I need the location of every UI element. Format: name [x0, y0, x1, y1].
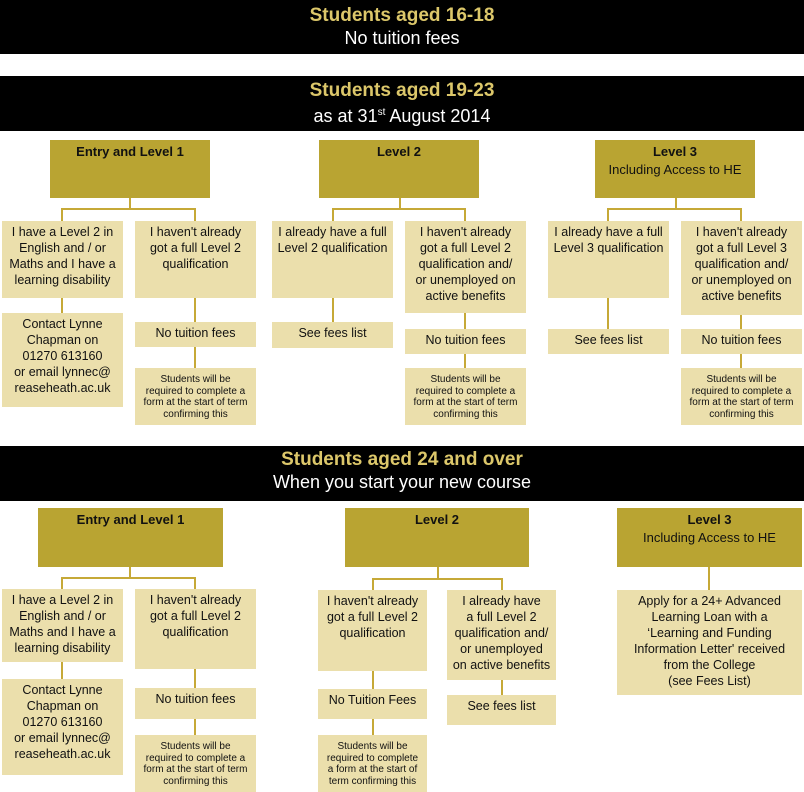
band-24-plus: Students aged 24 and over When you start… — [0, 446, 804, 501]
band-19-23: Students aged 19-23 as at 31st August 20… — [0, 76, 804, 131]
header-subtitle: Including Access to HE — [643, 530, 776, 545]
connector-line — [61, 577, 63, 589]
connector-line — [194, 669, 196, 688]
connector-line — [332, 298, 334, 322]
header-title: Level 3 — [687, 512, 732, 527]
connector-line — [399, 198, 401, 209]
box-no-level2: I haven't already got a full Level 2 qua… — [318, 590, 427, 671]
box-no-tuition-fees: No tuition fees — [405, 329, 526, 354]
connector-line — [740, 315, 742, 329]
connector-line — [129, 567, 131, 578]
box-form-note: Students will be required to complete a … — [681, 368, 802, 425]
header-level-2-19-23: Level 2 — [319, 140, 479, 198]
box-no-tuition-fees: No tuition fees — [135, 322, 256, 347]
subtitle-pre: as at 31 — [313, 106, 378, 126]
subtitle-post: August 2014 — [385, 106, 491, 126]
connector-line — [708, 567, 710, 590]
header-entry-level-1-24-plus: Entry and Level 1 — [38, 508, 223, 567]
box-have-level3: I already have a full Level 3 qualificat… — [548, 221, 669, 298]
connector-line — [501, 578, 503, 590]
box-form-note: Students will be required to complete a … — [318, 735, 427, 792]
box-no-level2: I haven't already got a full Level 2 qua… — [135, 221, 256, 298]
box-level2-learning-disability: I have a Level 2 in English and / or Mat… — [2, 589, 123, 662]
box-form-note: Students will be required to complete a … — [135, 368, 256, 425]
connector-line — [194, 208, 196, 221]
connector-line — [464, 208, 466, 221]
header-level-3-19-23: Level 3 Including Access to HE — [595, 140, 755, 198]
connector-line — [194, 298, 196, 322]
box-no-tuition-fees: No tuition fees — [135, 688, 256, 719]
connector-line — [607, 208, 609, 221]
connector-line — [607, 208, 741, 210]
header-title: Level 2 — [414, 512, 460, 527]
connector-line — [607, 298, 609, 329]
connector-line — [332, 208, 466, 210]
connector-line — [61, 662, 63, 679]
connector-line — [501, 680, 503, 695]
connector-line — [372, 578, 503, 580]
box-contact-lynne: Contact Lynne Chapman on 01270 613160 or… — [2, 313, 123, 407]
band-subtitle: When you start your new course — [272, 472, 532, 492]
header-title: Level 3 — [652, 144, 698, 159]
connector-line — [464, 313, 466, 329]
box-have-level2-or-unemployed: I already have a full Level 2 qualificat… — [447, 590, 556, 680]
box-no-level2: I haven't already got a full Level 2 qua… — [135, 589, 256, 669]
box-form-note: Students will be required to complete a … — [135, 735, 256, 792]
connector-line — [372, 719, 374, 735]
connector-line — [61, 298, 63, 313]
box-contact-lynne: Contact Lynne Chapman on 01270 613160 or… — [2, 679, 123, 775]
header-level-3-24-plus: Level 3 Including Access to HE — [617, 508, 802, 567]
connector-line — [332, 208, 334, 221]
band-title: Students aged 24 and over — [281, 449, 523, 470]
header-entry-level-1-19-23: Entry and Level 1 — [50, 140, 210, 198]
box-no-level3-or-unemployed: I haven't already got a full Level 3 qua… — [681, 221, 802, 315]
connector-line — [740, 354, 742, 368]
header-level-2-24-plus: Level 2 — [345, 508, 529, 567]
header-title: Entry and Level 1 — [76, 144, 184, 159]
connector-line — [194, 719, 196, 735]
band-16-18: Students aged 16-18 No tuition fees — [0, 0, 804, 54]
band-title: Students aged 16-18 — [309, 5, 495, 26]
band-subtitle: as at 31st August 2014 — [0, 102, 804, 127]
connector-line — [372, 578, 374, 590]
box-advanced-learning-loan: Apply for a 24+ Advanced Learning Loan w… — [617, 590, 802, 695]
box-no-tuition-fees: No tuition fees — [681, 329, 802, 354]
connector-line — [372, 671, 374, 689]
box-no-tuition-fees: No Tuition Fees — [318, 689, 427, 719]
connector-line — [675, 198, 677, 209]
connector-line — [129, 198, 131, 209]
box-form-note: Students will be required to complete a … — [405, 368, 526, 425]
box-see-fees-list: See fees list — [447, 695, 556, 725]
connector-line — [194, 577, 196, 589]
connector-line — [61, 208, 196, 210]
band-subtitle: No tuition fees — [344, 28, 460, 48]
connector-line — [61, 577, 196, 579]
box-see-fees-list: See fees list — [548, 329, 669, 354]
connector-line — [61, 208, 63, 221]
box-no-level2-or-unemployed: I haven't already got a full Level 2 qua… — [405, 221, 526, 313]
box-have-level2: I already have a full Level 2 qualificat… — [272, 221, 393, 298]
header-subtitle: Including Access to HE — [608, 162, 742, 177]
band-title: Students aged 19-23 — [309, 80, 495, 101]
subtitle-sup: st — [377, 107, 386, 118]
header-title: Level 2 — [376, 144, 422, 159]
connector-line — [437, 567, 439, 579]
box-level2-learning-disability: I have a Level 2 in English and / or Mat… — [2, 221, 123, 298]
connector-line — [194, 347, 196, 368]
box-see-fees-list: See fees list — [272, 322, 393, 348]
connector-line — [740, 208, 742, 221]
connector-line — [464, 354, 466, 368]
header-title: Entry and Level 1 — [76, 512, 185, 527]
